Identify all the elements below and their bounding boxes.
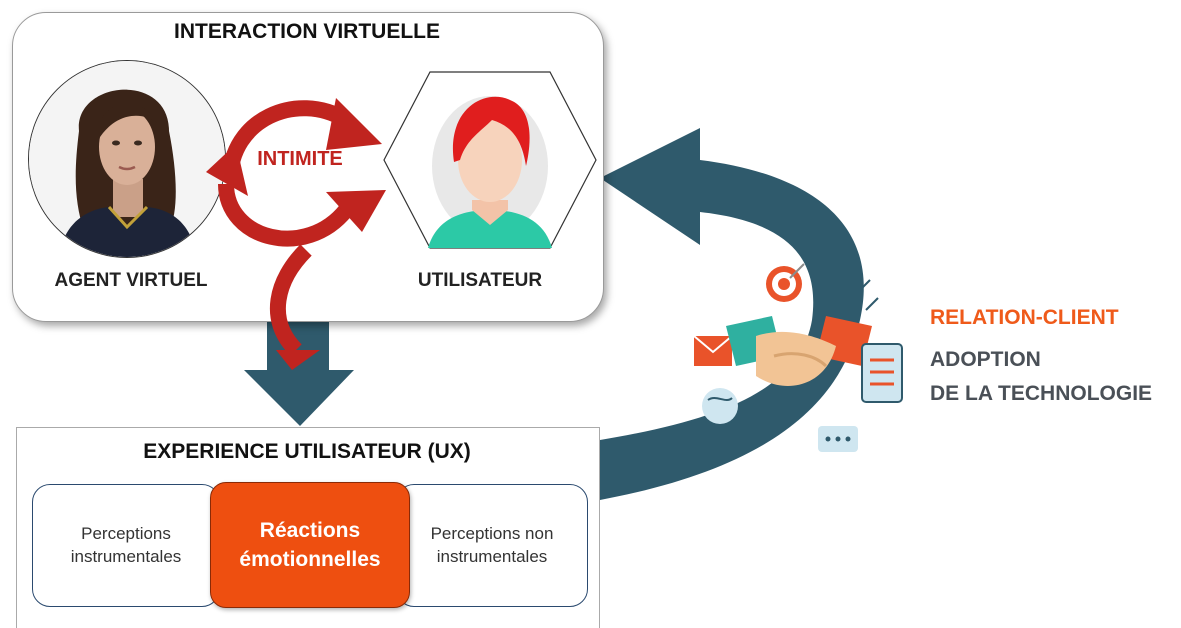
non-instrumental-perceptions-text: Perceptions non instrumentales — [430, 523, 554, 566]
adoption-line-2: DE LA TECHNOLOGIE — [930, 382, 1153, 405]
ux-title: EXPERIENCE UTILISATEUR (UX) — [143, 440, 471, 463]
woman-portrait-icon — [29, 61, 225, 257]
user-label: UTILISATEUR — [417, 270, 543, 291]
relation-client-title: RELATION-CLIENT — [930, 306, 1119, 329]
non-instrumental-perceptions-box: Perceptions non instrumentales — [396, 484, 588, 607]
emotional-reactions-text: Réactions émotionnelles — [239, 518, 381, 571]
handshake-business-icon — [693, 263, 903, 452]
interaction-title: INTERACTION VIRTUELLE — [174, 20, 440, 43]
virtual-agent-avatar — [28, 60, 226, 258]
emotional-reactions-box: Réactions émotionnelles — [210, 482, 410, 608]
adoption-line-1: ADOPTION — [930, 348, 1041, 371]
agent-label: AGENT VIRTUEL — [54, 270, 208, 291]
user-icon — [380, 70, 381, 71]
instrumental-perceptions-box: Perceptions instrumentales — [32, 484, 220, 607]
cycle-label: INTIMITE — [257, 148, 343, 170]
instrumental-perceptions-text: Perceptions instrumentales — [70, 523, 182, 566]
intimacy-cycle-arrows — [206, 98, 386, 370]
user-hexagon — [383, 71, 597, 249]
